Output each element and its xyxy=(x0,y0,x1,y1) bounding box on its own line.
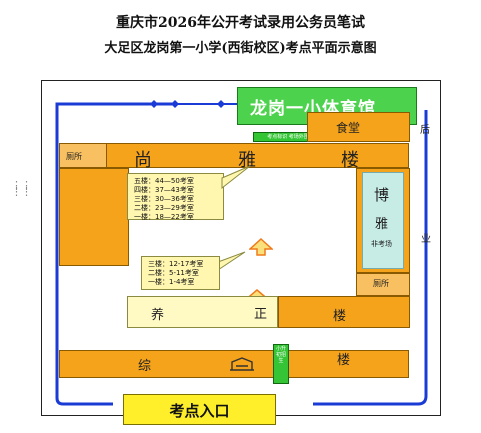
yang-building xyxy=(127,296,278,328)
floor-note: 一楼：18—22考室 xyxy=(134,213,194,221)
floor-note: 一楼：1-4考室 xyxy=(148,278,195,286)
shangya-west-wing xyxy=(59,168,129,266)
yang-label: 养 xyxy=(151,308,165,323)
boya-char-1: 博 xyxy=(374,186,390,204)
green-sign-text: 小升初招生 xyxy=(275,346,286,364)
up-arrow-icon xyxy=(249,238,273,256)
floor-note: 二楼：5-11考室 xyxy=(148,269,199,277)
zong-label: 综 xyxy=(138,359,152,374)
side-label-2: 业 xyxy=(421,234,431,245)
zong-building xyxy=(59,350,409,378)
path-node-icon xyxy=(171,100,179,108)
floor-notes-yang: 三楼：12-17考室 二楼：5-11考室 一楼：1-4考室 xyxy=(141,256,220,290)
shangya-char-2: 雅 xyxy=(238,150,256,171)
title-line-1: 重庆市2026年公开考试录用公务员笔试 xyxy=(116,15,365,31)
gate-icon xyxy=(230,357,254,371)
zong-lou-label: 楼 xyxy=(337,353,351,368)
floor-note: 五楼：44—50考室 xyxy=(134,177,194,185)
east-low-label: 楼 xyxy=(333,309,347,324)
wc-east xyxy=(356,273,410,296)
wc-main-label: 厕所 xyxy=(66,152,82,161)
entrance-label: 考点入口 xyxy=(169,402,230,420)
drag-handle-icon[interactable]: ⋮⋮⋮⋮ xyxy=(11,179,32,198)
green-sign-bar xyxy=(273,344,289,384)
title-line-2: 大足区龙岗第一小学(西街校区)考点平面示意图 xyxy=(104,41,377,56)
boya-small-label: 非考场 xyxy=(371,240,392,248)
east-low-building xyxy=(278,296,410,328)
boya-inner xyxy=(362,172,404,269)
boya-char-2: 雅 xyxy=(375,217,389,232)
floor-note: 二楼：23—29考室 xyxy=(134,204,194,212)
yang-mid-label: 正 xyxy=(254,307,268,322)
floor-note: 四楼：37—43考室 xyxy=(134,186,194,194)
shangya-building xyxy=(59,143,409,168)
shangya-char-1: 尚 xyxy=(134,150,152,171)
shangya-char-3: 楼 xyxy=(341,150,359,171)
floor-note: 三楼：30—36考室 xyxy=(134,195,194,203)
wc-east-label: 厕所 xyxy=(373,279,389,288)
entrance-box xyxy=(123,394,276,425)
floor-note: 三楼：12-17考室 xyxy=(148,260,204,268)
canteen-building xyxy=(307,112,410,142)
floor-notes-main: 五楼：44—50考室 四楼：37—43考室 三楼：30—36考室 二楼：23—2… xyxy=(127,173,224,221)
wc-main xyxy=(59,143,107,168)
canteen-label: 食堂 xyxy=(336,121,361,135)
side-label-1: 后 xyxy=(420,125,430,136)
